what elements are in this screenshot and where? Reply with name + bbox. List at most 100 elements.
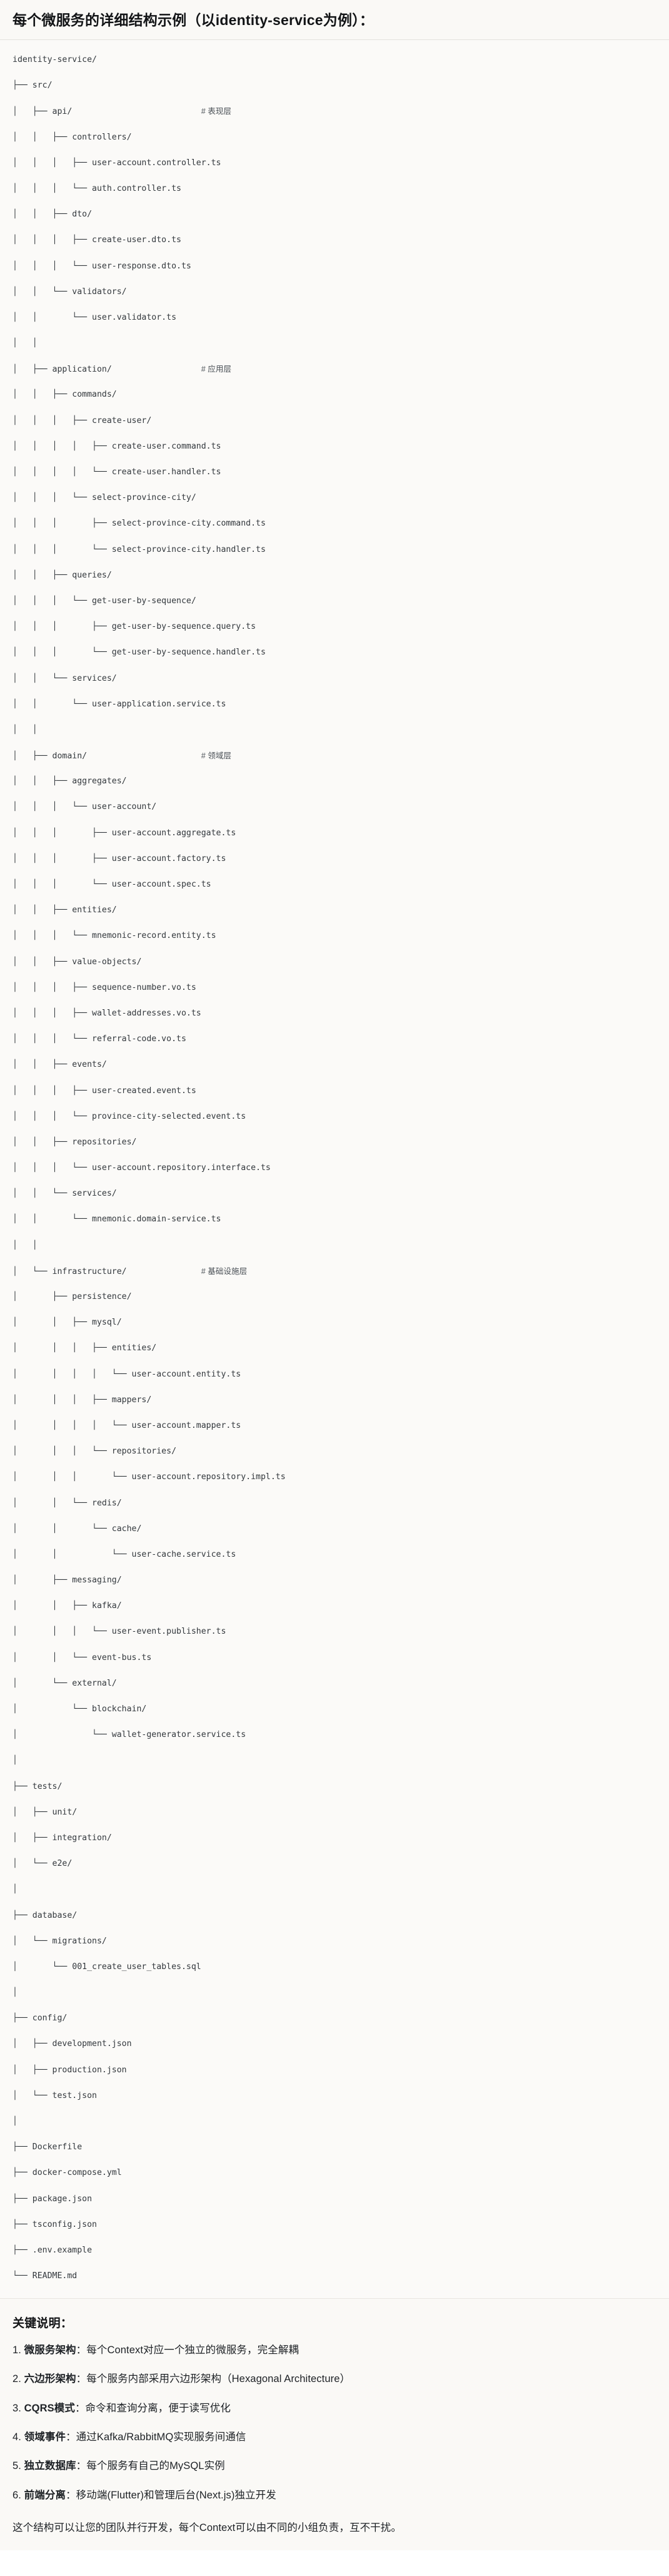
- tree-line: │ │ │ │ └── user-account.mapper.ts: [13, 1420, 656, 1433]
- tree-line-path: │ │ └── user.validator.ts: [13, 312, 177, 322]
- directory-tree-block: identity-service/ ├── src/ │ ├── api/ # …: [0, 40, 669, 2299]
- tree-line: │ │ │ │ └── create-user.handler.ts: [13, 466, 656, 479]
- tree-line-comment: # 领域层: [201, 751, 232, 761]
- tree-line-path: │ │ │ └── user-account.spec.ts: [13, 880, 211, 890]
- tree-line: │: [13, 2115, 656, 2129]
- tree-line: │ │ │ └── user-response.dto.ts: [13, 260, 656, 273]
- tree-line-path: │ └── infrastructure/: [13, 1266, 127, 1276]
- tree-line: │ ├── application/ # 应用层: [13, 363, 656, 376]
- tree-line: │ │ │ └── auth.controller.ts: [13, 183, 656, 196]
- key-note-description: 每个服务内部采用六边形架构（Hexagonal Architecture）: [86, 2373, 351, 2385]
- tree-line-path: │ │ ├── controllers/: [13, 132, 132, 142]
- tree-line: │ │ │ └── get-user-by-sequence/: [13, 595, 656, 608]
- tree-line-path: │ └── external/: [13, 1678, 117, 1688]
- tree-line-path: │ │ │ └── repositories/: [13, 1447, 177, 1457]
- tree-line-path: │ │ │ ├── create-user/: [13, 415, 152, 425]
- key-note-term: 独立数据库: [24, 2460, 76, 2472]
- tree-line-path: │ ├── persistence/: [13, 1292, 132, 1302]
- tree-line: │ │ │ ├── user-account.aggregate.ts: [13, 827, 656, 840]
- tree-line: │ │ ├── mysql/: [13, 1316, 656, 1330]
- tree-line: └── README.md: [13, 2270, 656, 2283]
- tree-line-path: │ │ │ ├── mappers/: [13, 1395, 152, 1405]
- key-note-description: 命令和查询分离，便于读写优化: [85, 2402, 231, 2414]
- tree-line-path: │ │ └── mnemonic.domain-service.ts: [13, 1214, 221, 1224]
- tree-line-path: ├── package.json: [13, 2194, 93, 2204]
- tree-line-path: │ │ │ └── province-city-selected.event.t…: [13, 1111, 246, 1121]
- tree-line-path: │ └── 001_create_user_tables.sql: [13, 1962, 201, 1972]
- tree-line: │ ├── development.json: [13, 2038, 656, 2051]
- tree-line: │ │ ├── value-objects/: [13, 956, 656, 969]
- tree-line-path: │ │ │ ├── get-user-by-sequence.query.ts: [13, 622, 256, 632]
- tree-line: ├── docker-compose.yml: [13, 2167, 656, 2180]
- tree-line: │ │: [13, 724, 656, 737]
- tree-line: │: [13, 1754, 656, 1768]
- directory-tree: identity-service/ ├── src/ │ ├── api/ # …: [13, 54, 656, 2283]
- tree-line: │: [13, 1883, 656, 1896]
- tree-line-path: │ └── wallet-generator.service.ts: [13, 1730, 246, 1740]
- tree-line-path: │ │ ├── queries/: [13, 570, 112, 580]
- key-note-separator: ：: [66, 2431, 76, 2443]
- tree-line-path: │ │ │ └── referral-code.vo.ts: [13, 1034, 186, 1044]
- tree-line: │ ├── persistence/: [13, 1291, 656, 1304]
- tree-line: │ │ │ ├── create-user/: [13, 415, 656, 428]
- tree-line: │ │ ├── dto/: [13, 208, 656, 221]
- tree-line: │ │ └── services/: [13, 673, 656, 686]
- tree-line: │ │ │ ├── user-created.event.ts: [13, 1085, 656, 1098]
- tree-line-path: │ │ ├── mysql/: [13, 1318, 122, 1328]
- tree-line-path: │ │: [13, 725, 38, 735]
- tree-line: │ └── migrations/: [13, 1935, 656, 1948]
- tree-line: │ └── external/: [13, 1677, 656, 1691]
- tree-line: │ │ │ └── select-province-city/: [13, 492, 656, 505]
- key-note-item: 2. 六边形架构：每个服务内部采用六边形架构（Hexagonal Archite…: [13, 2371, 656, 2387]
- tree-line-path: │ │ │ └── auth.controller.ts: [13, 183, 181, 193]
- key-note-number: 3.: [13, 2402, 24, 2414]
- tree-line-path: │ ├── integration/: [13, 1833, 112, 1843]
- document-header: 每个微服务的详细结构示例（以identity-service为例）：: [0, 0, 669, 41]
- tree-line-path: │ ├── production.json: [13, 2065, 127, 2075]
- tree-line-path: │ │ │ └── user-account/: [13, 802, 157, 812]
- tree-line-path: │ │ │ ├── create-user.dto.ts: [13, 235, 181, 245]
- tree-line-path: │ │ │ ├── wallet-addresses.vo.ts: [13, 1008, 201, 1018]
- tree-line: ├── src/: [13, 79, 656, 93]
- tree-line-path: ├── .env.example: [13, 2245, 93, 2255]
- tree-line-path: │ │ │ └── get-user-by-sequence.handler.t…: [13, 648, 266, 658]
- tree-line-path: │ │ │ └── get-user-by-sequence/: [13, 596, 196, 606]
- tree-line-gap: [112, 365, 201, 374]
- tree-line-path: │ │ └── validators/: [13, 287, 127, 297]
- tree-line: │ ├── api/ # 表现层: [13, 105, 656, 118]
- key-note-separator: ：: [66, 2489, 76, 2501]
- tree-line: │ │ ├── entities/: [13, 904, 656, 917]
- tree-line: │ │ └── user-cache.service.ts: [13, 1549, 656, 1562]
- tree-line-path: │ │ │ ├── user-account.aggregate.ts: [13, 828, 236, 838]
- key-note-item: 6. 前端分离：移动端(Flutter)和管理后台(Next.js)独立开发: [13, 2487, 656, 2503]
- tree-line-path: │ ├── api/: [13, 107, 73, 117]
- key-note-item: 4. 领域事件：通过Kafka/RabbitMQ实现服务间通信: [13, 2429, 656, 2445]
- tree-line: │ │ │ └── user-account.spec.ts: [13, 878, 656, 892]
- tree-line: identity-service/: [13, 54, 656, 67]
- key-note-number: 1.: [13, 2344, 24, 2356]
- tree-line: │ │ │ └── user-account/: [13, 801, 656, 814]
- key-note-term: 前端分离: [24, 2489, 66, 2501]
- tree-line: │ │ └── cache/: [13, 1523, 656, 1536]
- tree-line-path: │: [13, 1988, 18, 1998]
- tree-line-path: │ │ │ │ └── user-account.entity.ts: [13, 1369, 241, 1379]
- tree-line: │ │ │ └── user-account.repository.interf…: [13, 1162, 656, 1175]
- key-note-description: 通过Kafka/RabbitMQ实现服务间通信: [76, 2431, 246, 2443]
- tree-line-path: │ │ │ └── select-province-city.handler.t…: [13, 544, 266, 554]
- tree-line-path: │ │ │ └── user-account.repository.impl.t…: [13, 1472, 286, 1482]
- tree-line: │ │: [13, 1240, 656, 1253]
- tree-line: │ │ │ ├── entities/: [13, 1342, 656, 1355]
- tree-line: │ │ └── redis/: [13, 1497, 656, 1510]
- tree-line: ├── package.json: [13, 2193, 656, 2206]
- tree-line: │ │ │ └── mnemonic-record.entity.ts: [13, 930, 656, 943]
- key-note-term: CQRS模式: [24, 2402, 75, 2414]
- tree-line: │ │ │ └── get-user-by-sequence.handler.t…: [13, 646, 656, 659]
- key-note-separator: ：: [76, 2344, 87, 2356]
- tree-line: │ │ │ ├── user-account.factory.ts: [13, 853, 656, 866]
- tree-line-path: │ │ ├── value-objects/: [13, 957, 142, 967]
- tree-line-path: │: [13, 1885, 18, 1895]
- tree-line-comment: # 表现层: [201, 107, 232, 116]
- tree-line-path: ├── Dockerfile: [13, 2142, 83, 2152]
- tree-line: │ │ │ ├── create-user.dto.ts: [13, 234, 656, 247]
